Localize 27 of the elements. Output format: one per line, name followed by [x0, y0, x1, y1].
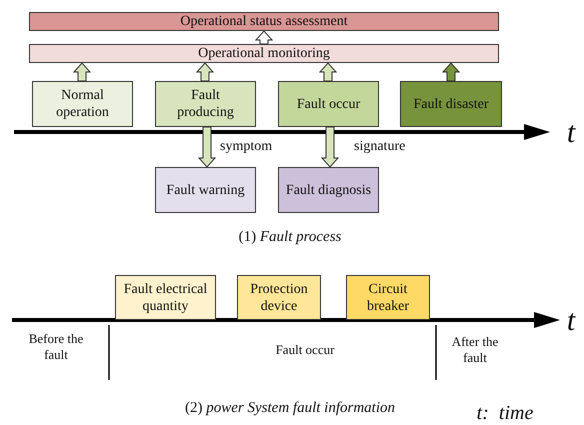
- axis-label: t: [566, 116, 577, 149]
- monitoring-bar: Operational monitoring: [29, 44, 499, 63]
- stage-box: Fault occur: [278, 81, 379, 127]
- block-arrow: [198, 126, 216, 168]
- block-arrow: [196, 62, 214, 82]
- result-box: Fault diagnosis: [278, 167, 379, 213]
- period-label: Before the fault: [28, 331, 84, 363]
- period-label: After the fault: [450, 334, 500, 366]
- stage-box: Fault disaster: [400, 81, 502, 127]
- figure-caption: (2) power System fault information: [184, 399, 396, 417]
- axis-label: t: [566, 304, 577, 337]
- block-arrow: [320, 126, 340, 168]
- block-arrow: [254, 30, 274, 44]
- block-arrow: [442, 62, 460, 82]
- result-box: Fault warning: [155, 167, 256, 213]
- assessment-bar: Operational status assessment: [29, 12, 499, 31]
- figure-caption: (1) Fault process: [238, 228, 342, 246]
- info-box: Protection device: [237, 275, 321, 320]
- block-arrow: [72, 62, 92, 82]
- edge-label: signature: [352, 138, 408, 155]
- info-box: Fault electrical quantity: [115, 275, 216, 320]
- period-label: Fault occur: [274, 342, 336, 358]
- info-box: Circuit breaker: [346, 275, 430, 320]
- stage-box: Normal operation: [32, 81, 133, 127]
- block-arrow: [318, 62, 338, 82]
- stage-box: Fault producing: [155, 81, 256, 127]
- axis-legend-note: t: time: [476, 402, 534, 425]
